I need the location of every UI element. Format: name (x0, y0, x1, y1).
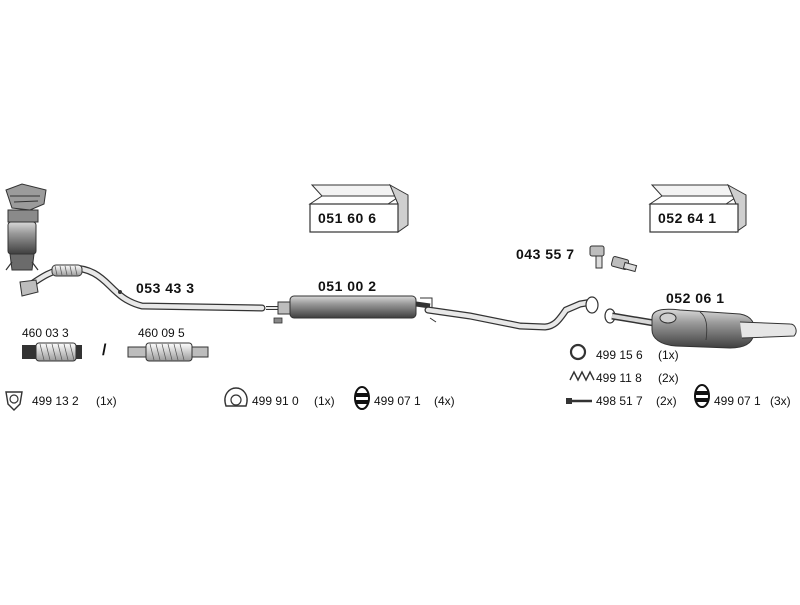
rear-silencer (604, 308, 797, 349)
flex-pipe-a-label: 460 03 3 (22, 326, 69, 340)
bolt-quantity: (2x) (656, 394, 677, 408)
catalytic-converter (5, 183, 47, 271)
middle-silencer (266, 295, 433, 324)
spring-quantity: (2x) (658, 371, 679, 385)
bolt-icon (566, 398, 592, 404)
flex-pipe-a (22, 342, 82, 362)
clamp-part-number: 499 91 0 (252, 394, 299, 408)
hanger-2-quantity: (3x) (770, 394, 791, 408)
clamp-quantity: (1x) (314, 394, 335, 408)
flex-pipe-b (127, 342, 209, 362)
bolt-kit (589, 245, 638, 273)
intermediate-pipe (424, 296, 599, 331)
spring-icon (569, 370, 595, 382)
ring-part-number: 499 15 6 (596, 348, 643, 362)
ring-icon (569, 343, 587, 361)
middle-silencer-label: 051 00 2 (318, 278, 377, 294)
gasket-part-number: 499 13 2 (32, 394, 79, 408)
hanger-2-part-number: 499 07 1 (714, 394, 761, 408)
front-pipe-label: 053 43 3 (136, 280, 195, 296)
front-pipe (19, 264, 266, 312)
flex-pipe-b-label: 460 09 5 (138, 326, 185, 340)
box-1-label: 051 60 6 (318, 210, 377, 226)
spring-part-number: 499 11 8 (596, 371, 642, 385)
hanger-quantity: (4x) (434, 394, 455, 408)
parts-box-2 (648, 183, 747, 233)
rubber-hanger-icon (354, 386, 370, 410)
rear-silencer-label: 052 06 1 (666, 290, 725, 306)
ring-quantity: (1x) (658, 348, 679, 362)
clamp-icon (224, 387, 248, 407)
bolt-part-number: 498 51 7 (596, 394, 643, 408)
gasket-quantity: (1x) (96, 394, 117, 408)
alternative-separator: / (102, 342, 107, 359)
rubber-hanger-icon-2 (694, 384, 710, 408)
box-2-label: 052 64 1 (658, 210, 717, 226)
parts-box-1 (308, 183, 409, 233)
gasket-icon (5, 391, 23, 411)
bolt-kit-label: 043 55 7 (516, 246, 575, 262)
hanger-part-number: 499 07 1 (374, 394, 421, 408)
